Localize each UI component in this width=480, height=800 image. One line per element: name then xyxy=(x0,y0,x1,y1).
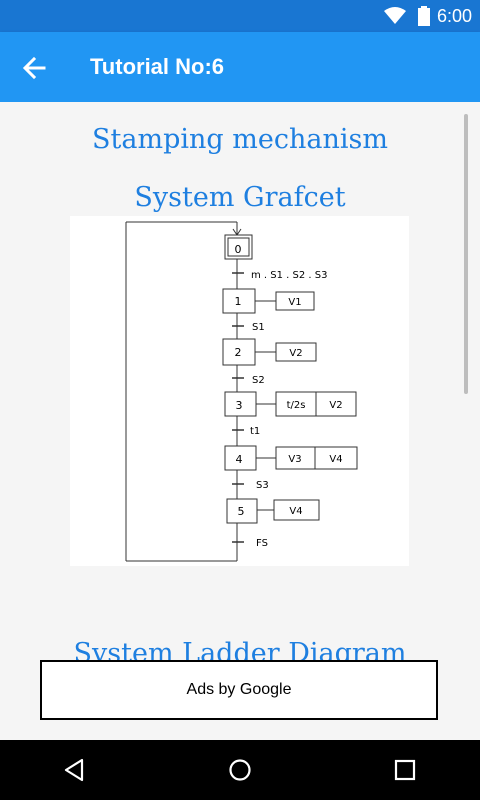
step-3-action-label-a: t/2s xyxy=(287,400,306,411)
step-2-box xyxy=(222,338,256,366)
step-5-action-box xyxy=(273,499,320,521)
heading-stamping-mechanism: Stamping mechanism xyxy=(92,124,388,155)
page-title: Tutorial No:6 xyxy=(90,54,225,79)
step-0-label: 0 xyxy=(235,243,242,256)
step-3-label: 3 xyxy=(236,399,243,412)
back-triangle-icon[interactable] xyxy=(60,756,88,784)
grafcet-diagram: 0 m . S1 . S2 . S3 1 V1 S1 2 V2 S2 xyxy=(70,216,409,566)
step-5-label: 5 xyxy=(238,505,245,518)
step-4-action-label-a: V3 xyxy=(288,454,301,465)
step-2-action-box xyxy=(275,342,317,362)
grafcet-svg: 0 m . S1 . S2 . S3 1 V1 S1 2 V2 S2 xyxy=(125,221,358,562)
wifi-icon xyxy=(384,7,406,24)
step-3-action-label-b: V2 xyxy=(329,400,342,411)
step-5-box xyxy=(226,498,258,524)
status-time: 6:00 xyxy=(436,6,472,26)
status-bar: 6:00 xyxy=(0,0,480,32)
arrow-left-icon[interactable] xyxy=(18,52,50,84)
step-3-action-box-a xyxy=(275,391,317,417)
scrollbar-thumb[interactable] xyxy=(464,114,468,394)
step-4-box xyxy=(224,445,257,471)
transition-label-1: S1 xyxy=(252,322,265,333)
transition-label-3: t1 xyxy=(250,426,260,437)
step-4-label: 4 xyxy=(236,453,243,466)
ad-banner[interactable]: Ads by Google xyxy=(40,660,438,720)
step-3-box xyxy=(224,391,257,417)
step-2-action-label: V2 xyxy=(289,348,302,359)
navigation-bar xyxy=(0,740,480,800)
tutorial-content[interactable]: Stamping mechanism System Grafcet 0 m . … xyxy=(0,102,480,740)
ad-label: Ads by Google xyxy=(186,681,292,698)
transition-label-5: FS xyxy=(256,538,268,549)
app-bar: Tutorial No:6 xyxy=(0,32,480,102)
transition-label-0: m . S1 . S2 . S3 xyxy=(251,270,327,281)
recents-square-icon[interactable] xyxy=(391,756,419,784)
step-4-action-label-b: V4 xyxy=(329,454,342,465)
home-circle-icon[interactable] xyxy=(226,756,254,784)
step-2-label: 2 xyxy=(235,346,242,359)
step-1-label: 1 xyxy=(235,295,242,308)
transition-label-4: S3 xyxy=(256,480,269,491)
step-0-inner xyxy=(227,237,250,257)
battery-icon xyxy=(418,6,430,26)
step-1-box xyxy=(222,288,256,314)
step-1-action-box xyxy=(275,291,315,311)
step-1-action-label: V1 xyxy=(288,297,301,308)
step-4-action-box-b xyxy=(314,446,358,470)
transition-label-2: S2 xyxy=(252,375,265,386)
step-3-action-box-b xyxy=(315,391,357,417)
heading-system-grafcet: System Grafcet xyxy=(134,182,346,213)
step-5-action-label: V4 xyxy=(289,506,302,517)
